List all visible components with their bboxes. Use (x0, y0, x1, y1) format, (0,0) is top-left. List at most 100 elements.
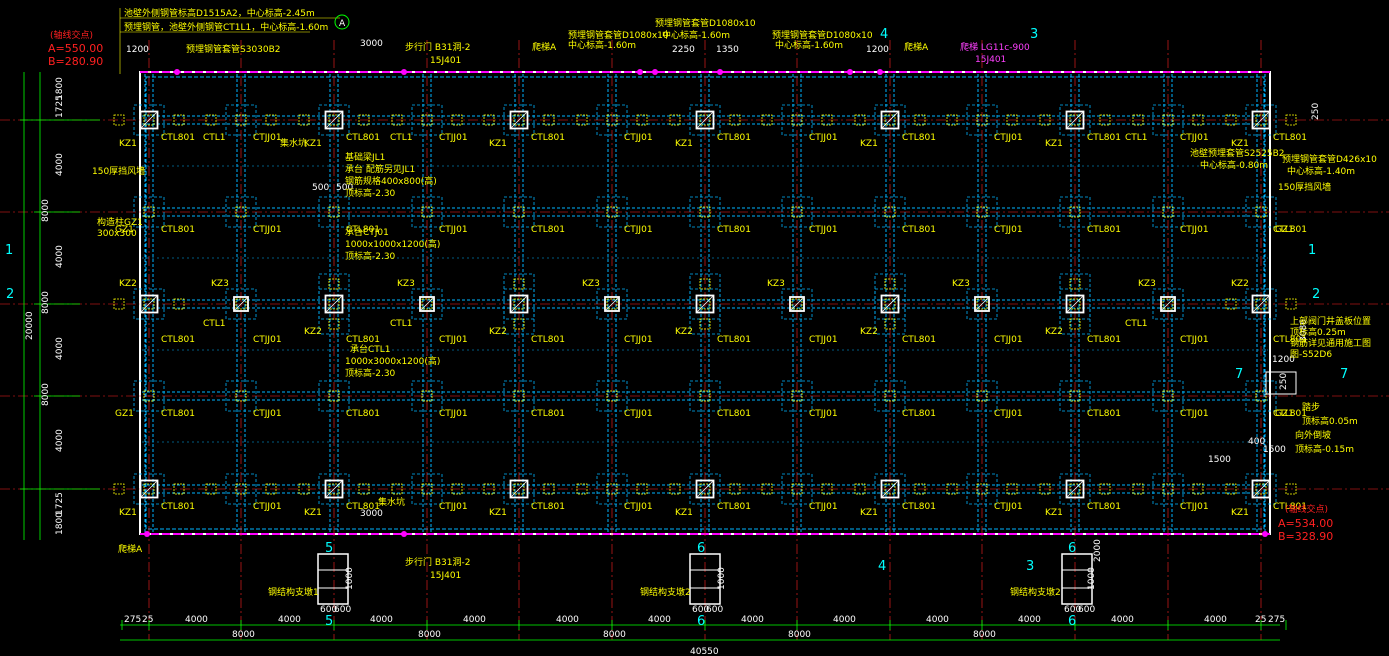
pile (1255, 483, 1267, 495)
ctj-b-el: 顶标高-2.30 (345, 367, 396, 379)
column (604, 296, 620, 312)
column-layer (139, 110, 1271, 499)
dim-misc-value: 600 (692, 605, 709, 615)
pile-side (636, 483, 648, 495)
pile-cap (1059, 473, 1091, 505)
column (324, 110, 344, 130)
pile (884, 206, 896, 218)
pile-cap (874, 473, 906, 505)
beam-note-2: 承台 配筋另见JL1 (345, 163, 415, 175)
column (509, 110, 529, 130)
dim-bottom-row2-value: 8000 (603, 630, 626, 640)
pile-cap (318, 196, 350, 228)
pile-side (483, 114, 495, 126)
member-label: CTJJ01 (809, 335, 838, 345)
bottom-door-label: 步行门 B31洞-2 (405, 556, 470, 568)
pile (235, 298, 247, 310)
pile-cap (318, 473, 350, 505)
right-pit-outline (1265, 371, 1297, 395)
member-label: CTJJ01 (439, 225, 468, 235)
pile-side (173, 298, 185, 310)
top-note-1: 池壁外侧钢管标高D1515A2，中心标高-2.45m (124, 7, 315, 19)
pile-cap (689, 104, 721, 136)
axis-marker: 5 (325, 541, 333, 556)
axis-marker: 5 (325, 614, 333, 629)
member-label: CTJJ01 (994, 502, 1023, 512)
support-1-label: 钢结构支墩1 (268, 586, 319, 598)
coord-right-b: B=328.90 (1278, 530, 1333, 543)
column (324, 479, 344, 499)
column (789, 296, 805, 312)
pile (699, 206, 711, 218)
member-label: CTL801 (346, 502, 380, 512)
pile (606, 114, 618, 126)
member-label: CTL801 (161, 409, 195, 419)
member-label: CTL801 (346, 335, 380, 345)
pile-side (1069, 278, 1081, 290)
pile-side (761, 114, 773, 126)
pile-cap (1152, 380, 1184, 412)
column (233, 296, 249, 312)
pile (976, 390, 988, 402)
pile (143, 114, 155, 126)
member-label: CTL801 (531, 335, 565, 345)
top-well-a: 爬梯A (532, 41, 557, 53)
pile-side (298, 114, 310, 126)
column-diag (1253, 296, 1269, 312)
dim-misc-value: 600 (320, 605, 337, 615)
pile-side (729, 114, 741, 126)
member-label: CTL801 (346, 409, 380, 419)
column-label: KZ1 (860, 508, 878, 518)
pile-side (914, 483, 926, 495)
pile-layer (113, 104, 1297, 505)
dim-bottom-row1-value: 4000 (1111, 615, 1134, 625)
pile-cap (225, 196, 257, 228)
pile (235, 114, 247, 126)
pile-cap (133, 473, 165, 505)
member-label: CTJJ01 (624, 225, 653, 235)
pile (235, 206, 247, 218)
column (974, 296, 990, 312)
pipe-penetration (144, 531, 150, 537)
ctj-b-size: 1000x3000x1200(高) (345, 355, 440, 367)
pile-cap (411, 196, 443, 228)
member-label: CTL801 (1273, 502, 1307, 512)
pile-cap (1152, 288, 1184, 320)
pile (328, 298, 340, 310)
member-label: CTJJ01 (994, 335, 1023, 345)
top-pipe-a: 预埋钢管套管D1080x10 (568, 29, 669, 41)
right-pipe-3: 中心标高-1.40m (1287, 165, 1355, 177)
dim-bottom-row1-value: 4000 (741, 615, 764, 625)
member-label: CTJJ01 (1180, 409, 1209, 419)
pile (606, 390, 618, 402)
column-diag (882, 296, 898, 312)
pile-cap (596, 473, 628, 505)
pipe-penetration (401, 69, 407, 75)
ctl-label: CTL1 (203, 319, 226, 329)
dim-left-col2-value: 8000 (41, 199, 51, 222)
pile (1162, 206, 1174, 218)
ctl-label: CTL1 (1125, 319, 1148, 329)
member-label: CTJJ01 (994, 225, 1023, 235)
member-label-layer: CTL801KZ1CTL801CTL801KZ2CTL801CTL801KZ1C… (115, 133, 1307, 518)
pile-side (669, 483, 681, 495)
pile (976, 483, 988, 495)
right-step-4: 顶标高-0.15m (1295, 443, 1354, 455)
member-label: CTL801 (902, 409, 936, 419)
column-diag (882, 481, 898, 497)
dim-bottom-row2-value: 8000 (418, 630, 441, 640)
gz-label: GZ1 (1275, 225, 1294, 235)
pile-cap (1245, 380, 1277, 412)
column (1251, 479, 1271, 499)
axis-marker: 7 (1235, 367, 1243, 382)
member-label: CTJJ01 (1180, 502, 1209, 512)
pile-cap (411, 473, 443, 505)
dim-bottom-row2-value: 8000 (788, 630, 811, 640)
dim-misc-value: 600 (334, 605, 351, 615)
pile-cap (411, 104, 443, 136)
bottom-well-label: 爬梯A (118, 543, 143, 555)
pile (328, 390, 340, 402)
right-pit-4: 图-S52D6 (1290, 349, 1332, 360)
member-label: CTL801 (161, 335, 195, 345)
member-label: CTJJ01 (1180, 225, 1209, 235)
